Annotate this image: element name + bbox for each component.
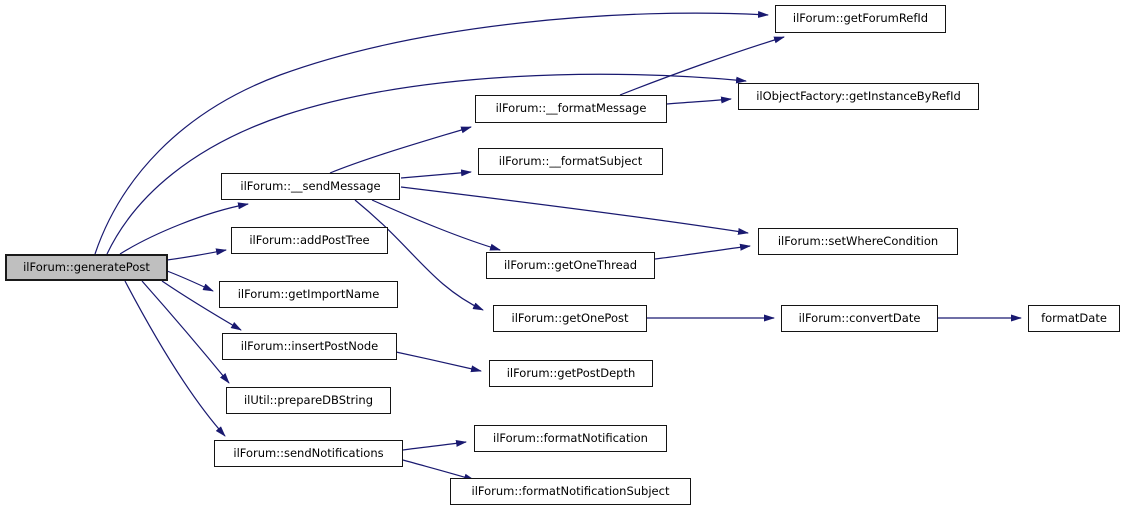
edge-generatePost-sendMessage: [119, 202, 249, 255]
node-ilforum-getforumrefid[interactable]: ilForum::getForumRefId: [775, 5, 946, 33]
edge-sendMessage-getOnePost: [354, 199, 484, 311]
edge-getOneThread-setWhereCondition: [654, 243, 751, 260]
edge-sendMessage-getOneThread: [371, 199, 501, 251]
node-ilforum-getimportname[interactable]: ilForum::getImportName: [219, 281, 398, 308]
node-ilobjectfactory-getinstancebyrefid[interactable]: ilObjectFactory::getInstanceByRefId: [738, 83, 979, 110]
edge-sendNotifications-formatNotification: [402, 439, 467, 451]
node-ilforum-generatepost: ilForum::generatePost: [5, 254, 168, 281]
edge-generatePost-addPostTree: [166, 248, 227, 261]
node-ilforum-setwherecondition[interactable]: ilForum::setWhereCondition: [758, 228, 958, 255]
edge-generatePost-getForumRefId: [94, 10, 769, 255]
node-ilforum-convertdate[interactable]: ilForum::convertDate: [781, 305, 938, 332]
node-formatdate[interactable]: formatDate: [1028, 305, 1120, 332]
edge-generatePost-getInstanceByRefId: [106, 73, 747, 255]
node-ilforum-formatnotificationsubject[interactable]: ilForum::formatNotificationSubject: [450, 478, 691, 505]
edge-insertPostNode-getPostDepth: [395, 351, 482, 373]
node-ilforum-getonethread[interactable]: ilForum::getOneThread: [486, 252, 655, 279]
node-ilforum-getpostdepth[interactable]: ilForum::getPostDepth: [489, 360, 653, 387]
node-ilforum-getonepost[interactable]: ilForum::getOnePost: [493, 305, 647, 332]
edge-sendNotifications-formatNotificationSubject: [402, 459, 475, 481]
edge-generatePost-getImportName: [166, 270, 214, 292]
edge-sendMessage-setWhereCondition: [400, 186, 749, 235]
edge-generatePost-insertPostNode: [161, 280, 242, 331]
node-ilforum-formatnotification[interactable]: ilForum::formatNotification: [474, 425, 667, 452]
edge-sendMessage-formatSubject: [400, 169, 472, 179]
edge-generatePost-sendNotifications: [124, 280, 226, 437]
edge-formatMessage-getInstanceByRefId: [666, 96, 732, 105]
node-ilforum-sendmessage[interactable]: ilForum::__sendMessage: [221, 173, 400, 200]
node-ilforum-insertpostnode[interactable]: ilForum::insertPostNode: [222, 333, 397, 360]
node-ilforum-addposttree[interactable]: ilForum::addPostTree: [231, 227, 388, 254]
edge-generatePost-prepareDBString: [141, 280, 230, 384]
edge-formatMessage-getForumRefId: [619, 36, 785, 96]
node-ilforum-formatmessage[interactable]: ilForum::__formatMessage: [475, 95, 667, 123]
node-ilutil-preparedbstring[interactable]: ilUtil::prepareDBString: [226, 387, 391, 414]
node-ilforum-formatsubject[interactable]: ilForum::__formatSubject: [478, 148, 663, 175]
node-ilforum-sendnotifications[interactable]: ilForum::sendNotifications: [214, 440, 403, 467]
edge-sendMessage-formatMessage: [329, 126, 472, 174]
